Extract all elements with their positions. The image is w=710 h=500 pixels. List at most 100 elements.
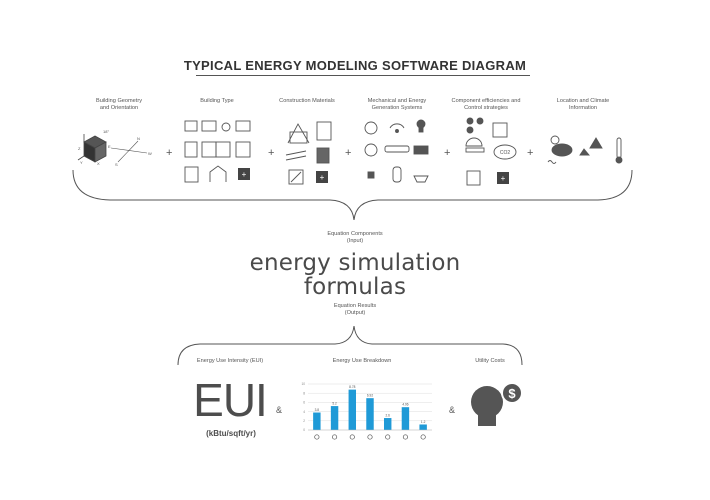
add-more-icon — [497, 172, 509, 184]
y-tick-label: 2 — [303, 419, 305, 423]
efficiency-icons — [465, 117, 517, 186]
window-icon — [288, 169, 304, 185]
pump-icon — [402, 434, 408, 440]
bar-data-label: 6.92 — [367, 394, 373, 398]
bar-data-label: 4.96 — [402, 403, 408, 407]
utility-cost-icon — [471, 382, 523, 426]
wood-planks-icon — [285, 150, 307, 156]
eui-big-text: EUI — [193, 374, 268, 426]
output-bracket — [177, 325, 523, 366]
office-icon — [215, 141, 231, 158]
brick-icon — [316, 147, 330, 164]
chair-icon — [221, 122, 231, 132]
compass-icon — [110, 140, 148, 163]
bar-pumps — [401, 407, 410, 430]
burner-icon — [413, 175, 429, 183]
bulb-icon — [349, 434, 355, 440]
input-bracket — [72, 169, 633, 221]
mountain-icon — [579, 148, 590, 156]
bar-data-label: 1.2 — [421, 420, 426, 424]
formula-line-1: energy simulation — [249, 250, 461, 276]
dollar-sign: $ — [508, 386, 516, 401]
bar-fans — [383, 418, 392, 430]
ampersand: & — [276, 405, 283, 415]
thermometer-icon — [616, 137, 622, 159]
title-underline — [196, 75, 530, 76]
add-more-plus: + — [242, 170, 247, 179]
axis-y-label: Y — [80, 160, 83, 165]
bar-data-label: 2.6 — [385, 414, 390, 418]
axis-x-label: X — [97, 161, 100, 166]
plus-sign: + — [166, 147, 173, 159]
y-tick-label: 8 — [303, 391, 305, 395]
bed-icon — [184, 120, 198, 132]
water-heater-icon — [392, 166, 402, 183]
location-pin-icon — [589, 137, 603, 149]
bulb-icon — [416, 119, 426, 129]
bar-equipment — [366, 398, 374, 430]
solar-panel-icon — [413, 145, 429, 155]
blinds-icon — [466, 170, 481, 186]
compass-e-label: E — [108, 144, 111, 149]
gauge-icon — [465, 137, 483, 147]
house-frame-icon — [287, 123, 310, 144]
y-tick-label: 10 — [301, 382, 305, 386]
diagram-title: TYPICAL ENERGY MODELING SOFTWARE DIAGRAM — [183, 58, 527, 73]
bar-hot water — [419, 424, 427, 430]
add-more-icon — [238, 168, 250, 180]
angle-label: 18° — [103, 129, 109, 134]
snowflake-icon — [332, 434, 338, 440]
mechanical-icons — [364, 119, 429, 183]
add-more-plus: + — [320, 173, 325, 182]
bar-data-label: 3.8 — [315, 408, 320, 412]
equation-results-label: Equation Results(Output) — [333, 303, 377, 316]
add-more-plus: + — [501, 174, 506, 183]
plus-sign: + — [527, 147, 534, 159]
radiator-icon — [364, 143, 378, 157]
heat-waves-icon — [547, 160, 557, 164]
storm-cloud-icon — [551, 143, 573, 157]
plus-sign: + — [268, 147, 275, 159]
formula-line-2: formulas — [303, 274, 407, 300]
fan-icon — [385, 434, 391, 440]
ampersand: & — [449, 405, 456, 415]
plus-sign: + — [444, 147, 451, 159]
y-tick-label: 4 — [303, 410, 305, 414]
flame-icon — [314, 434, 320, 440]
calendar-icon — [492, 122, 508, 138]
sofa-icon — [201, 120, 217, 132]
compass-n-label: N — [137, 136, 140, 141]
fan-icon — [364, 121, 378, 135]
y-tick-label: 6 — [303, 401, 305, 405]
bar-lighting — [348, 389, 357, 430]
ac-unit-icon — [384, 145, 410, 153]
construction-icons — [285, 121, 332, 185]
add-more-icon — [316, 171, 328, 183]
store-icon — [201, 141, 217, 158]
eui-label: Energy Use Intensity (EUI) — [196, 358, 264, 364]
bar-cooling — [330, 406, 339, 430]
shop-icon — [184, 166, 199, 183]
utility-label: Utility Costs — [475, 358, 505, 364]
co2-cloud-icon — [493, 144, 517, 160]
y-tick-label: 0 — [303, 428, 305, 432]
breakdown-label: Energy Use Breakdown — [332, 358, 392, 364]
controls-icon — [466, 117, 474, 125]
apartment-icon — [184, 141, 198, 158]
building-type-icons — [184, 120, 251, 183]
equation-components-label: Equation Components(Input) — [327, 231, 383, 244]
school-icon — [235, 141, 251, 158]
wifi-icon — [389, 123, 405, 129]
climate-icons — [547, 135, 623, 164]
building-cube-icon — [77, 134, 107, 163]
label-building-type: Building Type — [200, 98, 234, 104]
plug-icon — [367, 171, 375, 179]
plus-sign: + — [345, 147, 352, 159]
compass-s-label: S — [115, 162, 118, 167]
